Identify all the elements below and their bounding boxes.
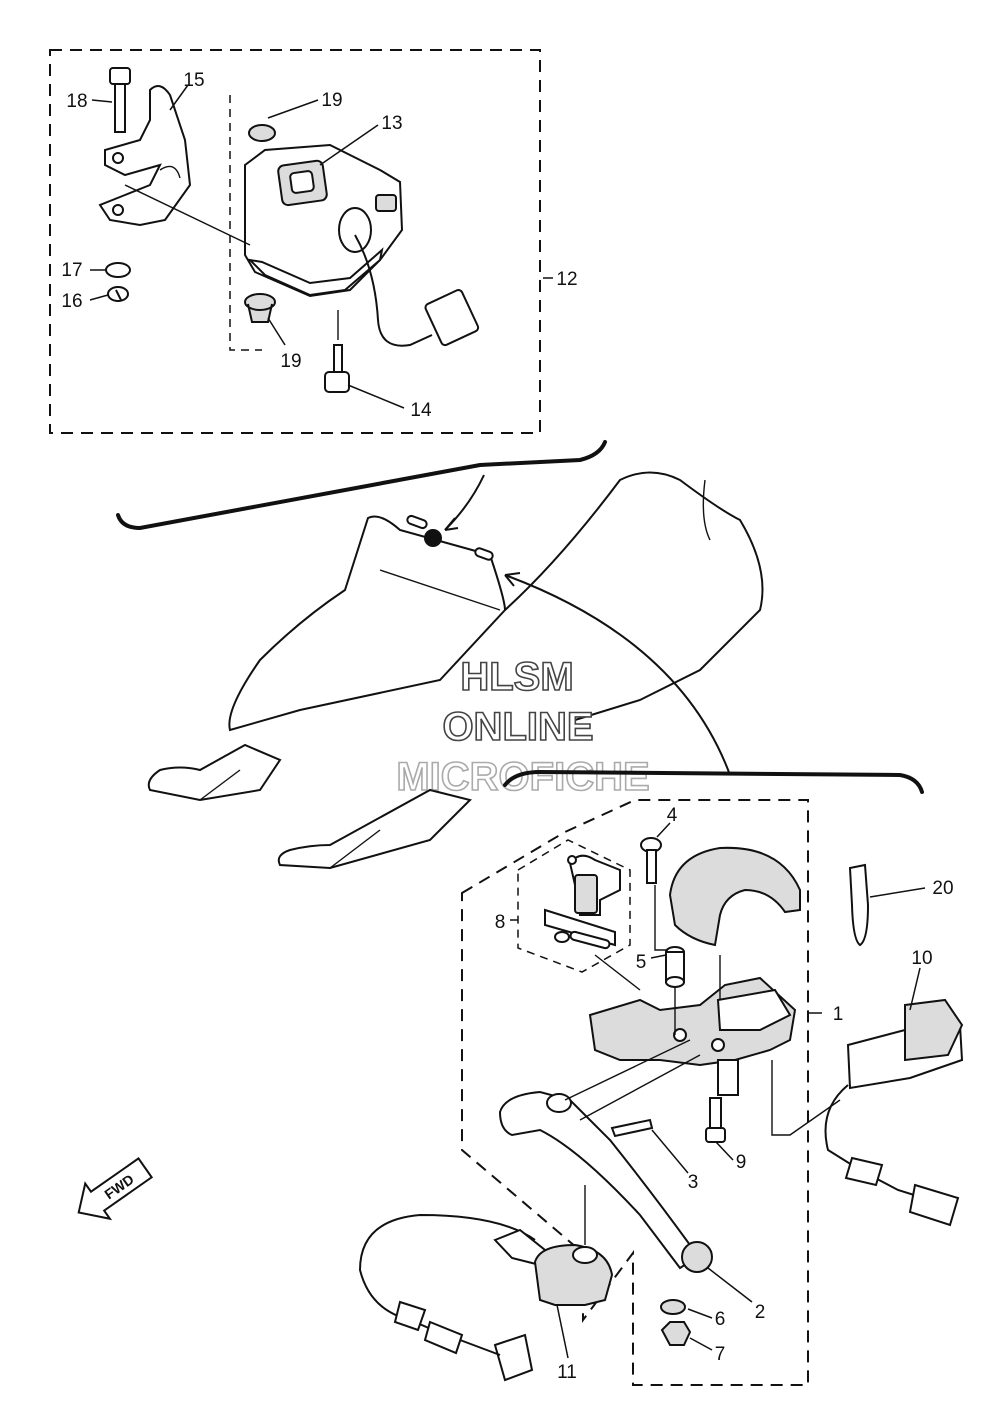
callout-c8: 8: [495, 912, 506, 933]
callout-c3: 3: [688, 1172, 699, 1193]
callout-c7: 7: [715, 1344, 726, 1365]
callout-c4: 4: [667, 805, 678, 826]
callout-c6: 6: [715, 1309, 726, 1330]
callout-c17: 17: [61, 260, 82, 281]
upper-assembly-group: [49, 49, 553, 434]
washer-6: [660, 1299, 686, 1315]
callout-c18: 18: [66, 91, 87, 112]
snowmobile-silhouette: [116, 440, 764, 870]
brake-switch-11: [358, 1213, 614, 1382]
callout-c13: 13: [381, 113, 402, 134]
lock-washer-16: [107, 286, 130, 302]
callout-c1: 1: [833, 1004, 844, 1025]
screw-3: [610, 1118, 654, 1138]
brake-lever-2: [498, 1090, 713, 1273]
watermark-line3: MICROFICHE: [396, 755, 649, 799]
master-cylinder-body: [588, 976, 797, 1096]
bolt-9: [705, 1097, 726, 1143]
watermark: HLSM ONLINE MICROFICHE: [396, 654, 651, 800]
switch-kit-8: [544, 854, 621, 950]
callout-c19b: 19: [280, 351, 301, 372]
callout-c5: 5: [636, 952, 647, 973]
callout-c14: 14: [410, 400, 432, 421]
bracket-15: [98, 85, 192, 227]
callout-c12: 12: [556, 269, 577, 290]
seat-outline: [504, 471, 764, 721]
switch-kit-8-dashed-box: [517, 839, 631, 973]
switch-housing-13: [244, 143, 480, 347]
washer-17: [105, 262, 131, 278]
callout-c20: 20: [932, 878, 953, 899]
callout-c19a: 19: [321, 90, 342, 111]
watermark-line1: HLSM: [460, 655, 573, 699]
callout-c11: 11: [557, 1362, 577, 1383]
ski-right: [277, 788, 472, 870]
callout-c10: 10: [911, 948, 932, 969]
callout-c16: 16: [61, 291, 82, 312]
fwd-direction-arrow: FWD: [77, 1157, 154, 1221]
ski-left: [147, 743, 282, 802]
grommet-19-bottom: [244, 293, 277, 323]
lower-bracket-line: [503, 769, 924, 794]
lower-assembly-dashed-outline: [461, 799, 809, 1386]
lever-ball-end: [681, 1241, 713, 1273]
cable-tie-20: [848, 863, 870, 947]
screw-14: [324, 344, 350, 393]
watermark-line2: ONLINE: [442, 705, 593, 749]
collar-5: [665, 946, 685, 988]
connector-10: [824, 998, 964, 1227]
nut-7: [660, 1321, 692, 1346]
callout-c15: 15: [183, 70, 204, 91]
mount-point-upper: [424, 529, 442, 547]
callout-c2: 2: [755, 1302, 766, 1323]
lower-assembly-group: [358, 769, 964, 1386]
top-bracket-line: [116, 440, 607, 531]
hood-outline: [228, 515, 507, 732]
upper-assembly-dashed-box: [49, 49, 541, 434]
screw-4: [640, 837, 662, 884]
lever-cover: [668, 846, 801, 947]
callout-c9: 9: [736, 1152, 747, 1173]
bolt-18: [109, 67, 131, 133]
